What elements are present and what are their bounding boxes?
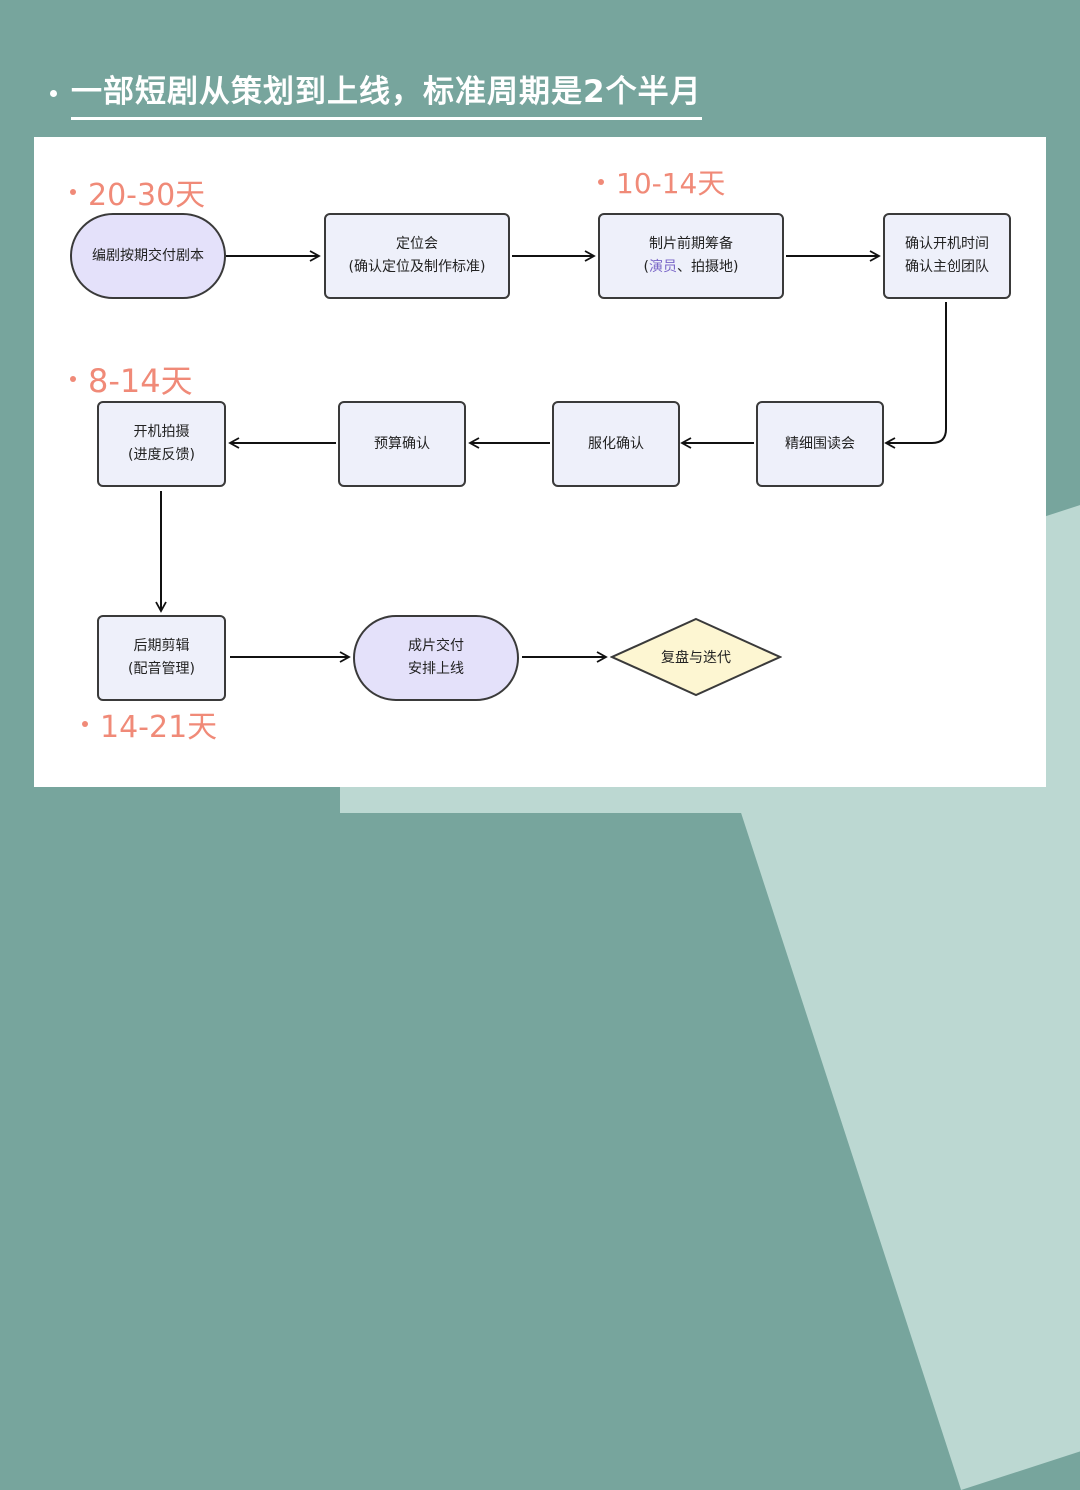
headline: 一部短剧从策划到上线，标准周期是2个半月 [50,66,702,120]
duration-bullet-icon [82,721,88,727]
node-final-delivery: 成片交付 安排上线 [353,615,519,701]
node-label: 编剧按期交付剧本 [92,247,204,264]
node-label: 成片交付 [408,638,464,654]
node-label: 确认开机时间 [905,236,989,252]
duration-text: 8-14天 [88,362,193,400]
node-shooting: 开机拍摄 (进度反馈) [97,401,226,487]
node-preproduction: 制片前期筹备 (演员、拍摄地) [598,213,784,299]
node-read-through: 精细围读会 [756,401,884,487]
flowchart-canvas: 20-30天 10-14天 8-14天 14-21天 编剧按期交付剧本 定位会 … [34,137,1046,787]
headline-text: 一部短剧从策划到上线，标准周期是2个半月 [71,66,702,120]
node-label: 预算确认 [374,435,430,452]
node-sublabel: (进度反馈) [128,447,195,463]
node-positioning-meeting: 定位会 (确认定位及制作标准) [324,213,510,299]
duration-bullet-icon [70,376,76,382]
node-sublabel: (演员、拍摄地) [644,256,739,279]
node-sublabel: (配音管理) [128,661,195,677]
node-costume-makeup: 服化确认 [552,401,680,487]
node-script-delivery: 编剧按期交付剧本 [70,213,226,299]
node-label: 定位会 [396,236,438,252]
sublabel-highlight: 演员 [649,259,677,275]
duration-label-phase1: 20-30天 [70,170,205,214]
node-label: 后期剪辑 [133,638,190,654]
node-sublabel: 确认主创团队 [905,259,989,275]
duration-text: 10-14天 [616,167,726,200]
duration-label-phase4: 14-21天 [82,702,217,746]
node-review-iterate: 复盘与迭代 [610,617,782,697]
node-label: 服化确认 [588,435,644,452]
sublabel-rest: 、拍摄地) [677,259,739,275]
diamond-shape [610,617,782,697]
arrow-confirm-to-readthrough [884,302,947,449]
sublabel-paren: ( [643,259,649,275]
node-post-production: 后期剪辑 (配音管理) [97,615,226,701]
duration-bullet-icon [70,189,76,195]
flow-arrows [155,250,947,663]
duration-bullet-icon [598,179,604,185]
node-label: 制片前期筹备 [649,236,733,252]
node-sublabel: 安排上线 [408,661,464,677]
node-label: 精细围读会 [785,435,855,452]
node-label: 复盘与迭代 [661,650,731,666]
background-accent-strip [340,783,1080,813]
node-sublabel: (确认定位及制作标准) [348,259,486,275]
duration-label-phase3: 8-14天 [70,356,193,402]
duration-text: 20-30天 [88,178,206,213]
node-confirm-schedule-team: 确认开机时间 确认主创团队 [883,213,1011,299]
duration-label-phase2: 10-14天 [598,162,725,202]
node-budget-confirm: 预算确认 [338,401,466,487]
duration-text: 14-21天 [100,710,218,745]
node-label: 开机拍摄 [133,424,190,440]
headline-bullet-icon [50,89,57,97]
